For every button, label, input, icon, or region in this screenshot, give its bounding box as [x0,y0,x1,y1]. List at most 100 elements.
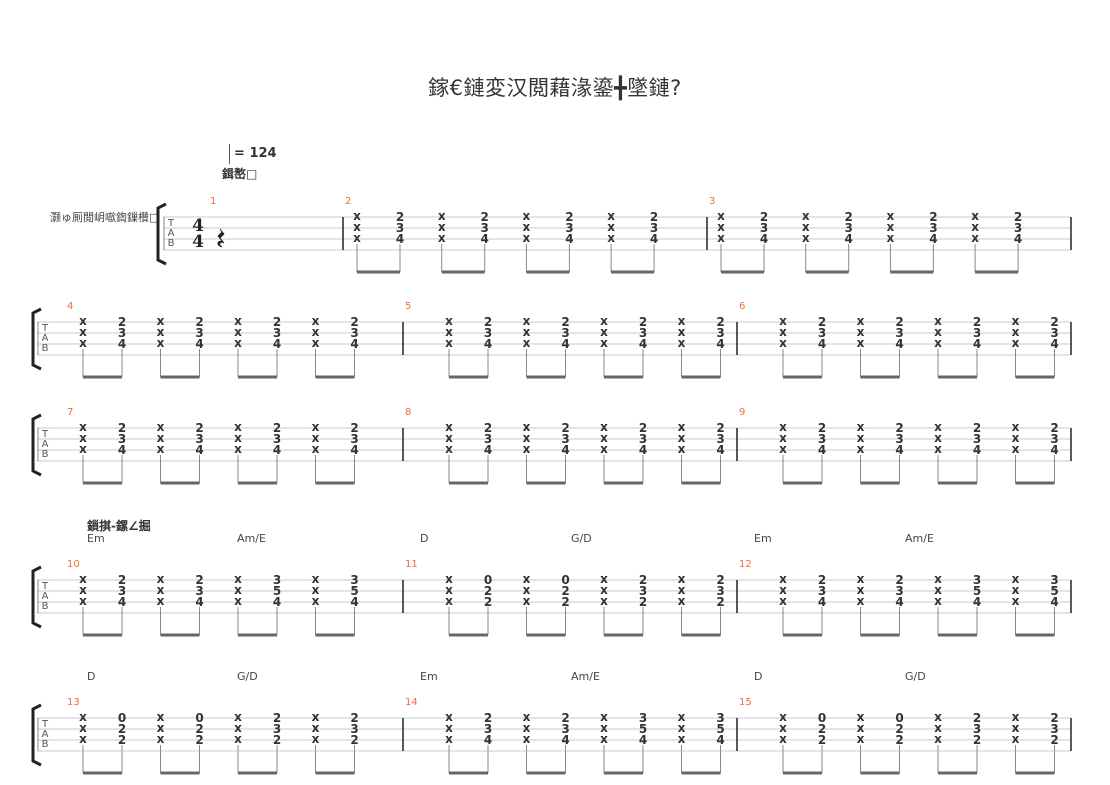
fret-number: 2 [484,584,492,598]
fret-number: 0 [118,711,126,725]
chord-symbol: Am/E [905,532,934,545]
muted-string-mark: x [353,209,361,223]
measure-number: 7 [67,407,73,418]
fret-number: 2 [273,315,281,329]
fret-number: 4 [481,232,489,246]
muted-string-mark: x [857,314,865,328]
muted-string-mark: x [353,220,361,234]
muted-string-mark: x [312,442,320,456]
fret-number: 4 [973,595,981,609]
muted-string-mark: x [779,583,787,597]
muted-string-mark: x [312,336,320,350]
fret-number: 3 [760,221,768,235]
fret-number: 3 [565,221,573,235]
muted-string-mark: x [678,336,686,350]
muted-string-mark: x [438,209,446,223]
muted-string-mark: x [312,420,320,434]
tab-clef-letter: B [42,343,49,354]
fret-number: 3 [1050,722,1058,736]
muted-string-mark: x [523,732,531,746]
muted-string-mark: x [79,721,87,735]
system-bracket [31,703,42,767]
fret-number: 2 [561,315,569,329]
fret-number: 2 [716,573,724,587]
muted-string-mark: x [934,420,942,434]
muted-string-mark: x [934,336,942,350]
fret-number: 2 [484,711,492,725]
muted-string-mark: x [445,325,453,339]
tempo-note-icon [229,144,230,164]
fret-number: 4 [565,232,573,246]
muted-string-mark: x [779,594,787,608]
tab-clef-letter: A [42,439,49,450]
measure-number: 9 [739,407,745,418]
muted-string-mark: x [234,442,242,456]
fret-number: 3 [195,326,203,340]
muted-string-mark: x [234,583,242,597]
fret-number: 2 [650,210,658,224]
muted-string-mark: x [79,325,87,339]
measure-number: 14 [405,697,418,708]
muted-string-mark: x [234,732,242,746]
fret-number: 0 [484,573,492,587]
system-bracket [156,202,167,266]
tab-clef-letter: A [42,729,49,740]
chord-symbol: G/D [237,670,258,683]
muted-string-mark: x [79,420,87,434]
muted-string-mark: x [779,442,787,456]
muted-string-mark: x [802,220,810,234]
muted-string-mark: x [600,325,608,339]
muted-string-mark: x [934,572,942,586]
muted-string-mark: x [600,431,608,445]
muted-string-mark: x [1012,594,1020,608]
muted-string-mark: x [857,431,865,445]
muted-string-mark: x [607,209,615,223]
fret-number: 2 [760,210,768,224]
fret-number: 4 [1050,595,1058,609]
muted-string-mark: x [1012,721,1020,735]
fret-number: 3 [895,432,903,446]
tab-clef-letter: T [167,218,175,229]
fret-number: 4 [716,733,724,747]
fret-number: 2 [484,315,492,329]
fret-number: 2 [818,421,826,435]
muted-string-mark: x [234,594,242,608]
chord-symbol: D [754,670,762,683]
muted-string-mark: x [79,336,87,350]
fret-number: 2 [561,595,569,609]
muted-string-mark: x [438,231,446,245]
fret-number: 4 [561,733,569,747]
muted-string-mark: x [523,583,531,597]
fret-number: 2 [561,421,569,435]
fret-number: 3 [273,326,281,340]
muted-string-mark: x [79,732,87,746]
chord-symbol: Am/E [237,532,266,545]
muted-string-mark: x [234,314,242,328]
muted-string-mark: x [523,336,531,350]
muted-string-mark: x [445,431,453,445]
fret-number: 2 [639,595,647,609]
fret-number: 3 [561,326,569,340]
fret-number: 4 [1014,232,1022,246]
fret-number: 4 [845,232,853,246]
muted-string-mark: x [678,583,686,597]
muted-string-mark: x [1012,314,1020,328]
measure-number: 4 [67,301,73,312]
muted-string-mark: x [445,442,453,456]
fret-number: 3 [118,584,126,598]
fret-number: 2 [639,421,647,435]
fret-number: 4 [273,595,281,609]
muted-string-mark: x [857,732,865,746]
muted-string-mark: x [312,732,320,746]
muted-string-mark: x [79,431,87,445]
fret-number: 2 [350,733,358,747]
muted-string-mark: x [857,442,865,456]
chord-symbol: D [420,532,428,545]
fret-number: 4 [818,595,826,609]
fret-number: 4 [1050,337,1058,351]
fret-number: 3 [639,584,647,598]
fret-number: 4 [929,232,937,246]
muted-string-mark: x [157,594,165,608]
fret-number: 3 [195,584,203,598]
muted-string-mark: x [157,314,165,328]
